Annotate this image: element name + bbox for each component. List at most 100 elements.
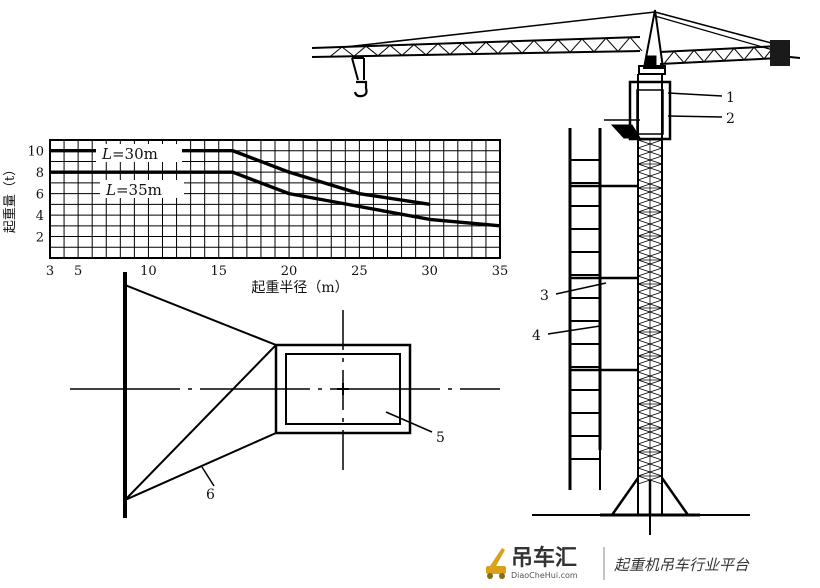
counterweight xyxy=(770,40,790,66)
counter-jib-lacing-bar xyxy=(713,48,725,62)
slewing-platform xyxy=(638,65,666,75)
collar-platform xyxy=(610,124,641,139)
mast-lacing-bar xyxy=(637,347,663,357)
counter-jib-lacing-bar xyxy=(733,47,745,61)
mast-lacing-bar xyxy=(637,403,663,413)
mast-lacing-bar xyxy=(637,323,663,333)
hook-rope-left xyxy=(351,57,359,81)
mast-lacing-bar xyxy=(637,251,663,261)
x-tick-label: 3 xyxy=(46,264,54,279)
jib-lacing-bar xyxy=(593,37,607,53)
curve-label-bg-30 xyxy=(96,144,182,162)
watermark-slogan: 起重机吊车行业平台 xyxy=(614,556,750,574)
mast-lacing-bar xyxy=(637,427,663,437)
callout-4: 4 xyxy=(532,328,541,344)
jib-lacing-bar xyxy=(437,43,451,55)
jib-lacing-bar xyxy=(557,39,571,53)
x-tick-label: 20 xyxy=(281,264,298,279)
jib-lacing-bar xyxy=(521,40,535,54)
mast-lacing-bar xyxy=(637,459,663,469)
mast-lacing-bar xyxy=(637,443,663,453)
mast-lacing-bar xyxy=(637,179,663,189)
anchor-frame-6 xyxy=(124,284,278,501)
mast-lacing-bar xyxy=(637,267,663,277)
jib-lacing-bar xyxy=(617,37,631,52)
jib-lacing-bar xyxy=(353,45,367,57)
jib-lacing-bar xyxy=(425,43,439,56)
curve-label-l30: L=30m xyxy=(101,145,158,163)
climbing-frame-outer xyxy=(628,80,672,141)
x-tick-label: 15 xyxy=(210,264,227,279)
counter-jib-top xyxy=(659,45,781,53)
jib-lacing-bar xyxy=(461,42,475,55)
jib-lacing-bar xyxy=(341,46,355,57)
jib-top-chord xyxy=(311,36,641,49)
mast-lacing-bar xyxy=(637,379,663,389)
mast-lacing-bar xyxy=(637,235,663,245)
x-tick-label: 25 xyxy=(351,264,368,279)
jib-lacing-bar xyxy=(473,41,487,55)
mast-lacing-bar xyxy=(637,387,663,397)
mast-lacing-bar xyxy=(637,467,663,477)
callout-3: 3 xyxy=(540,288,549,304)
watermark: 吊车汇 DiaoCheHui.com 起重机吊车行业平台 xyxy=(486,545,750,580)
mast-lacing-bar xyxy=(637,315,663,325)
x-tick-label: 10 xyxy=(140,264,157,279)
chart-frame xyxy=(49,139,501,259)
mast-lacing-bar xyxy=(637,211,663,221)
mast-lacing-bar xyxy=(637,363,663,373)
callout-2: 2 xyxy=(726,111,735,127)
mast-lacing-bar xyxy=(637,283,663,293)
chart-x-axis-title: 起重半径（m） xyxy=(251,280,348,296)
jib-lacing-bar xyxy=(497,41,511,54)
watermark-domain: DiaoCheHui.com xyxy=(511,571,578,580)
curve-label-l35: L=35m xyxy=(105,181,162,199)
y-tick-label: 10 xyxy=(27,145,44,160)
mast-lacing-bar xyxy=(637,331,663,341)
anchor-tie-6 xyxy=(124,432,277,501)
mast-lacing-bar xyxy=(637,243,663,253)
callout-1: 1 xyxy=(726,90,735,106)
jib-lacing-bar xyxy=(377,45,391,57)
tower-base-inner-square xyxy=(285,353,401,425)
jib-lacing-bar xyxy=(413,44,427,56)
counter-jib-lacing-bar xyxy=(743,46,755,61)
centre-cross-mark xyxy=(337,383,349,395)
y-tick-label: 2 xyxy=(36,231,44,246)
tower-base-outer-square xyxy=(274,343,412,435)
mast-lacing-bar xyxy=(637,219,663,229)
mast-lacing-bar xyxy=(637,299,663,309)
callout-5: 5 xyxy=(436,430,445,446)
counter-jib-lacing-bar xyxy=(753,46,765,60)
counter-jib-bottom xyxy=(659,57,781,65)
jib-lacing-bar xyxy=(329,46,343,58)
y-tick-label: 4 xyxy=(36,209,44,224)
mast-lacing-bar xyxy=(637,419,663,429)
callout-leader-5 xyxy=(385,411,433,433)
curve-series-2 xyxy=(50,170,501,228)
callout-leader-2 xyxy=(667,115,723,118)
mast-lacing-bar xyxy=(637,395,663,405)
mast-base-left xyxy=(610,477,640,516)
jib-lacing-bar xyxy=(401,44,415,56)
x-tick-label: 5 xyxy=(74,264,82,279)
callout-leader-4 xyxy=(547,325,601,335)
jib-lacing-bar xyxy=(509,41,523,54)
jib-lacing-bar xyxy=(545,39,559,54)
y-tick-label: 8 xyxy=(36,166,44,181)
jib-lacing-bar xyxy=(533,40,547,54)
mast-lacing-bar xyxy=(637,411,663,421)
jib-lacing-bar xyxy=(581,38,595,53)
mast-lacing-bar xyxy=(637,355,663,365)
mast-lacing xyxy=(637,139,663,485)
mast-lacing-bar xyxy=(637,339,663,349)
callout-leader-1 xyxy=(667,92,723,97)
mast-lacing-bar xyxy=(637,227,663,237)
jib-lacing-bar xyxy=(449,42,463,55)
callout-6: 6 xyxy=(206,487,215,503)
counter-jib-lacing-bar xyxy=(693,49,705,63)
counter-jib-tie-rod-2 xyxy=(654,15,781,53)
counter-jib-tie-rod xyxy=(654,11,791,49)
counter-jib-lacing-bar xyxy=(673,50,685,64)
